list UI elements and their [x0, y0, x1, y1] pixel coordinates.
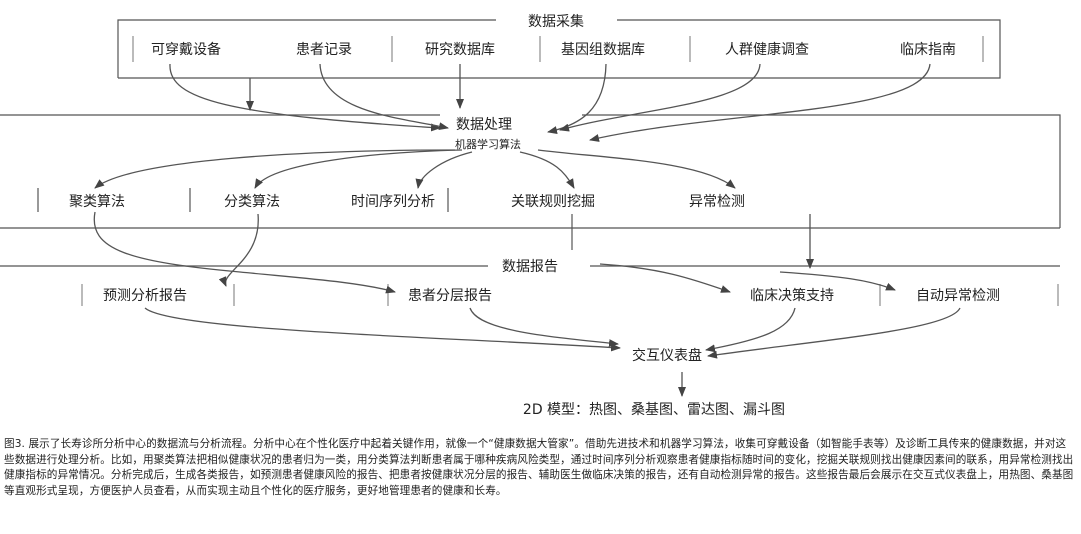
source-population-survey: 人群健康调查 [725, 41, 809, 58]
algo-anomaly: 异常检测 [689, 194, 745, 210]
processing-frame [0, 114, 1061, 228]
source-wearable: 可穿戴设备 [151, 41, 221, 58]
dashboard-models: 2D 模型：热图、桑基图、雷达图、漏斗图 [523, 401, 785, 418]
algo-clustering: 聚类算法 [69, 194, 125, 210]
report-predictive: 预测分析报告 [103, 288, 187, 304]
collection-frame [117, 19, 1001, 79]
algo-classification: 分类算法 [224, 194, 280, 210]
collection-title: 数据采集 [528, 13, 584, 30]
algo-time-series: 时间序列分析 [351, 194, 435, 210]
flow-diagram: 数据采集 可穿戴设备 患者记录 研究数据库 基因组数据库 人群健康调查 临床指南… [0, 13, 1061, 418]
algo-association: 关联规则挖掘 [511, 194, 595, 210]
source-research-db: 研究数据库 [425, 42, 495, 58]
dashboard-title: 交互仪表盘 [632, 347, 702, 364]
report-stratification: 患者分层报告 [408, 288, 492, 304]
report-auto-anomaly: 自动异常检测 [916, 288, 1000, 304]
processing-title: 数据处理 [456, 117, 512, 133]
figure-caption: 图3. 展示了长寿诊所分析中心的数据流与分析流程。分析中心在个性化医疗中起着关键… [4, 438, 1074, 497]
processing-subtitle: 机器学习算法 [455, 137, 521, 151]
source-patient-records: 患者记录 [296, 42, 352, 58]
reporting-title: 数据报告 [502, 259, 558, 275]
report-clinical-decision: 临床决策支持 [750, 287, 834, 304]
source-genome-db: 基因组数据库 [561, 41, 645, 58]
source-clinical-guidelines: 临床指南 [900, 42, 956, 58]
